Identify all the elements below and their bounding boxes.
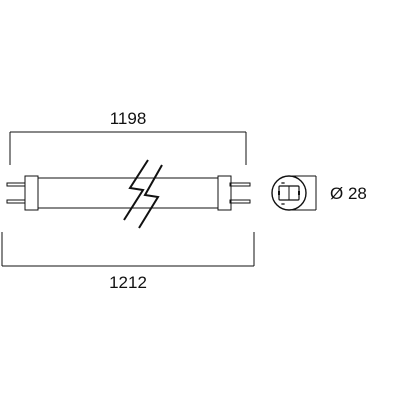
diameter-dimension — [289, 175, 317, 211]
left-pin-upper — [6, 182, 28, 187]
left-pin-lower — [6, 199, 28, 204]
right-pin-upper — [229, 182, 251, 187]
tube-body — [38, 177, 218, 209]
right-pin-lower — [229, 199, 251, 204]
end-view-pin-left — [278, 191, 280, 195]
tube-end-view — [271, 175, 307, 211]
bi-pin-icon — [281, 182, 285, 205]
bottom-dimension — [1, 232, 255, 267]
lightning-break-icon — [123, 159, 163, 229]
inner-length-label: 1198 — [110, 109, 147, 128]
overall-length-label: 1212 — [109, 273, 147, 292]
end-view-pin-right — [298, 191, 300, 195]
diameter-label: Ø 28 — [330, 184, 367, 203]
right-end-cap — [217, 175, 232, 211]
right-pins — [229, 182, 251, 204]
top-dimension — [9, 131, 247, 165]
left-pins — [6, 182, 28, 204]
left-end-cap — [24, 175, 39, 211]
